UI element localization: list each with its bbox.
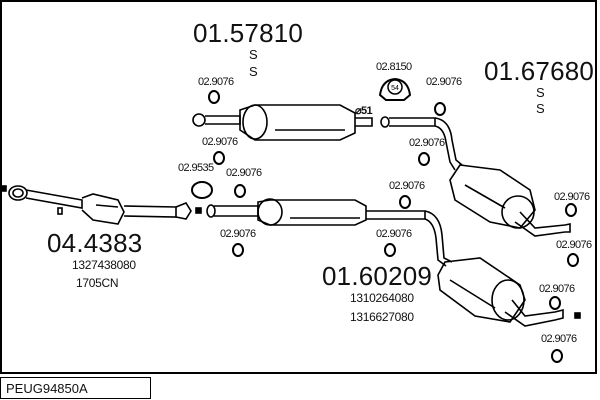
connector-icon bbox=[195, 207, 202, 214]
suffix: S bbox=[536, 101, 545, 116]
part-number-04-4383[interactable]: 04.4383 bbox=[47, 228, 143, 258]
rubber-mounts bbox=[208, 90, 579, 363]
gasket-ring[interactable] bbox=[191, 181, 213, 199]
clamp-size-label: 54 bbox=[391, 85, 399, 92]
mount-label[interactable]: 02.9076 bbox=[556, 239, 592, 251]
diagram-frame bbox=[0, 0, 597, 374]
mount-label[interactable]: 02.9076 bbox=[202, 136, 238, 148]
mount-label[interactable]: 02.9076 bbox=[389, 180, 425, 192]
mount-label[interactable]: 02.9076 bbox=[376, 228, 412, 240]
suffix: S bbox=[536, 85, 545, 100]
front-pipe-catalyst[interactable] bbox=[1, 185, 192, 225]
mount-label[interactable]: 02.9076 bbox=[220, 228, 256, 240]
mount-label[interactable]: 02.9076 bbox=[426, 76, 462, 88]
part-number-01-60209[interactable]: 01.60209 bbox=[322, 261, 433, 291]
diagram-code: PEUG94850A bbox=[0, 377, 151, 399]
suffix: S bbox=[249, 47, 258, 62]
middle-silencer[interactable] bbox=[206, 198, 581, 327]
clamp-label[interactable]: 02.8150 bbox=[376, 61, 412, 73]
part-number-01-57810[interactable]: 01.57810 bbox=[193, 18, 304, 48]
clamp-icon[interactable] bbox=[378, 77, 412, 101]
diameter-label: ⌀51 bbox=[355, 105, 373, 117]
rear-silencer[interactable] bbox=[380, 116, 571, 237]
mount-label[interactable]: 02.9076 bbox=[554, 191, 590, 203]
oe-ref: 1705CN bbox=[76, 276, 119, 290]
suffix: S bbox=[249, 64, 258, 79]
gasket-label[interactable]: 02.9535 bbox=[178, 162, 214, 174]
front-silencer[interactable] bbox=[192, 104, 373, 141]
oe-ref: 1310264080 bbox=[350, 291, 414, 305]
mount-label[interactable]: 02.9076 bbox=[226, 167, 262, 179]
mount-label[interactable]: 02.9076 bbox=[539, 283, 575, 295]
oe-ref: 1316627080 bbox=[350, 310, 414, 324]
part-number-01-67680[interactable]: 01.67680 bbox=[484, 56, 595, 86]
mount-label[interactable]: 02.9076 bbox=[541, 333, 577, 345]
oe-ref: 1327438080 bbox=[72, 258, 136, 272]
mount-label[interactable]: 02.9076 bbox=[198, 76, 234, 88]
mount-label[interactable]: 02.9076 bbox=[409, 137, 445, 149]
